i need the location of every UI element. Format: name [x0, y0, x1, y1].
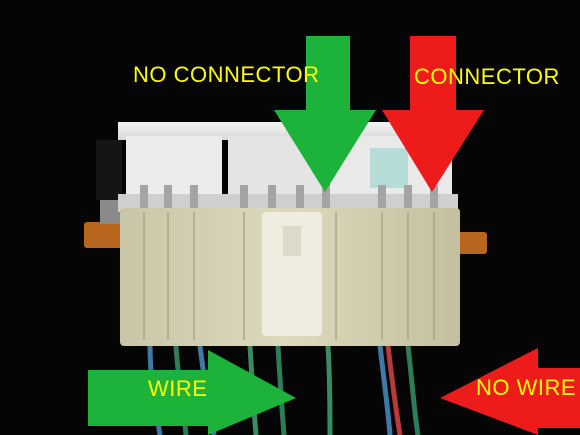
connector-body: [120, 208, 460, 346]
metal-pins: [140, 185, 438, 213]
black-clip: [96, 140, 122, 200]
no-connector-label: NO CONNECTOR: [133, 62, 320, 87]
wire-label: WIRE: [148, 376, 208, 401]
green-right-arrow: [88, 350, 296, 435]
connector-label: CONNECTOR: [414, 64, 560, 89]
circuit-board: [84, 200, 487, 254]
red-left-arrow: [440, 348, 580, 435]
red-down-arrow: [382, 36, 484, 192]
green-down-arrow: [274, 36, 376, 192]
no-wire-label: NO WIRE: [476, 375, 577, 400]
